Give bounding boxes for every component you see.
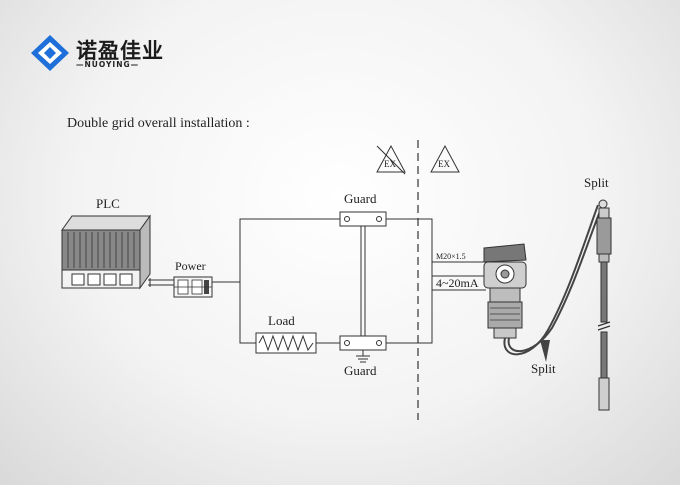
thread-spec-label: M20×1.5: [436, 252, 466, 261]
split-arrow-icon: [540, 340, 550, 362]
logo-english-name: —NUOYING—: [76, 60, 140, 69]
company-logo: 诺盈佳业 —NUOYING—: [30, 34, 180, 72]
ex-crossed-icon: EX: [376, 144, 406, 175]
load-label: Load: [268, 313, 295, 328]
logo-chinese-name: 诺盈佳业: [76, 39, 164, 63]
signal-label: 4~20mA: [436, 276, 479, 290]
plc-label: PLC: [96, 196, 120, 211]
power-label: Power: [175, 259, 206, 273]
ex-zone-icon: EX: [430, 144, 460, 173]
page-title: Double grid overall installation :: [67, 116, 250, 131]
ex-label: EX: [438, 159, 450, 169]
plc-unit: [61, 214, 151, 290]
split-bottom-label: Split: [531, 361, 556, 376]
ground-symbol: [356, 226, 370, 363]
split-probe: [596, 199, 612, 411]
guard-barrier-bottom: [339, 335, 387, 351]
guard-top-label: Guard: [344, 191, 377, 206]
guard-bottom-label: Guard: [344, 363, 377, 378]
logo-diamond-icon: [31, 35, 69, 71]
ex-crossed-label: EX: [384, 159, 396, 169]
power-module: [173, 276, 213, 298]
level-transmitter: [483, 243, 527, 339]
split-cable: [503, 204, 603, 356]
guard-barrier-top: [339, 211, 387, 227]
load-resistor: [255, 332, 317, 354]
split-top-label: Split: [584, 175, 609, 190]
